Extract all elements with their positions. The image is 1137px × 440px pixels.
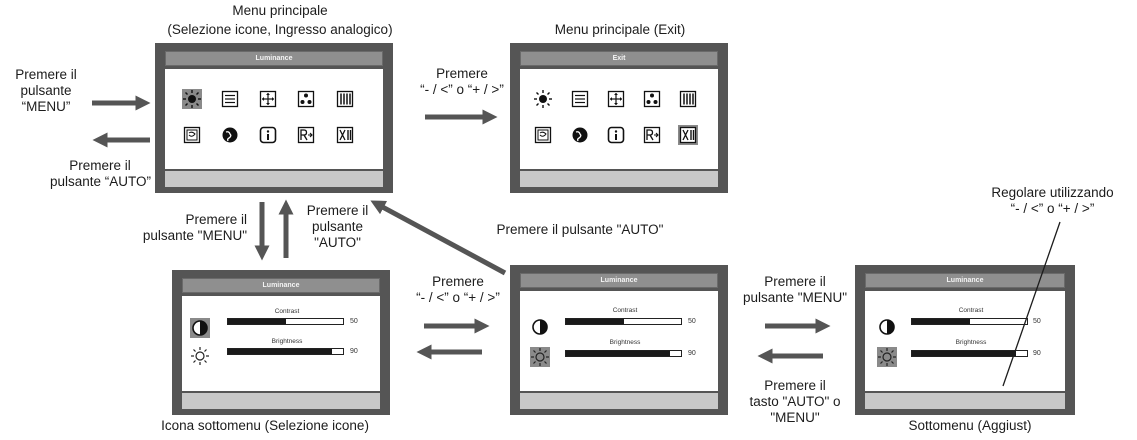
submenu-adjust-screen: Luminance Contrast 50 Brightness 90 xyxy=(855,265,1075,415)
diag-auto-label: Premere il pulsante "AUTO" xyxy=(496,222,664,237)
exit-icon xyxy=(335,125,355,145)
brightness-bar xyxy=(911,350,1028,357)
main-menu-title: Menu principale (Selezione icone, Ingres… xyxy=(167,3,393,37)
brightness-label: Brightness xyxy=(609,339,641,346)
globe-icon xyxy=(220,125,240,145)
brightness-icon xyxy=(877,347,897,367)
submenu-adjust-body: Contrast 50 Brightness 90 xyxy=(865,291,1065,391)
position-icon xyxy=(606,89,626,109)
exit-menu-title-bar: Exit xyxy=(520,51,718,66)
main-menu-body xyxy=(165,69,383,169)
contrast-bar xyxy=(911,318,1028,325)
list-icon xyxy=(570,89,590,109)
submenu-center-body: Contrast 50 Brightness 90 xyxy=(520,291,718,391)
contrast-label: Contrast xyxy=(958,307,984,314)
dots-icon xyxy=(642,89,662,109)
right-menu-label: Premere il pulsante "MENU" xyxy=(742,274,848,305)
press-menu-label: Premere il pulsante “MENU” xyxy=(15,67,77,114)
exit-menu-body xyxy=(520,69,718,169)
contrast-value: 50 xyxy=(688,318,696,325)
sun-icon xyxy=(533,89,553,109)
brightness-value: 90 xyxy=(350,348,358,355)
main-menu-screen: Luminance xyxy=(155,43,393,193)
info-icon xyxy=(606,125,626,145)
sun-icon xyxy=(182,89,202,109)
brightness-bar xyxy=(227,348,344,355)
submenu-center-screen: Luminance Contrast 50 Brightness 90 xyxy=(510,265,728,415)
contrast-fill xyxy=(566,319,624,324)
brightness-label: Brightness xyxy=(271,338,303,345)
submenu-icon-footer xyxy=(182,393,380,409)
vert-auto-label: Premere il pulsante "AUTO" xyxy=(306,203,369,250)
contrast-value: 50 xyxy=(350,318,358,325)
contrast-bar xyxy=(565,318,682,325)
submenu-adjust-title-bar: Luminance xyxy=(865,273,1065,288)
press-lr-mid-label: Premere “- / <” o “+ / >” xyxy=(416,274,500,305)
main-menu-title-bar: Luminance xyxy=(165,51,383,66)
contrast-fill xyxy=(228,319,286,324)
sub-icon-caption: Icona sottomenu (Selezione icone) xyxy=(161,418,369,433)
exit-menu-screen: Exit xyxy=(510,43,728,193)
main-menu-footer xyxy=(165,171,383,187)
brightness-icon xyxy=(530,347,550,367)
submenu-icon-body: Contrast 50 Brightness 90 xyxy=(182,296,380,391)
brightness-label: Brightness xyxy=(955,339,987,346)
brightness-icon xyxy=(190,346,210,366)
dots-icon xyxy=(296,89,316,109)
submenu-center-footer xyxy=(520,393,718,409)
contrast-value: 50 xyxy=(1033,318,1041,325)
contrast-icon xyxy=(530,317,550,337)
submenu-center-title-bar: Luminance xyxy=(520,273,718,288)
bars-icon xyxy=(335,89,355,109)
globe-icon xyxy=(570,125,590,145)
arrow-diagonal xyxy=(370,200,507,276)
vert-menu-label: Premere il pulsante "MENU" xyxy=(142,212,247,243)
brightness-value: 90 xyxy=(1033,350,1041,357)
reset-icon xyxy=(296,125,316,145)
press-lr-top-label: Premere “- / <” o “+ / >” xyxy=(420,66,504,97)
brightness-value: 90 xyxy=(688,350,696,357)
submenu-icon-screen: Luminance Contrast 50 Brightness 90 xyxy=(172,270,390,415)
position-icon xyxy=(258,89,278,109)
osd-icon xyxy=(533,125,553,145)
contrast-icon xyxy=(877,317,897,337)
contrast-label: Contrast xyxy=(612,307,638,314)
adjust-label: Regolare utilizzando “- / <” o “+ / >” xyxy=(991,185,1114,216)
exit-menu-footer xyxy=(520,171,718,187)
brightness-fill xyxy=(566,351,670,356)
list-icon xyxy=(220,89,240,109)
brightness-fill xyxy=(912,351,1016,356)
info-icon xyxy=(258,125,278,145)
contrast-bar xyxy=(227,318,344,325)
right-auto-label: Premere il tasto "AUTO" o "MENU" xyxy=(749,378,841,425)
reset-icon xyxy=(642,125,662,145)
bars-icon xyxy=(678,89,698,109)
contrast-icon xyxy=(190,318,210,338)
osd-icon xyxy=(182,125,202,145)
exit-icon xyxy=(678,125,698,145)
contrast-label: Contrast xyxy=(274,308,300,315)
press-auto-label: Premere il pulsante “AUTO” xyxy=(50,158,152,189)
exit-menu-title: Menu principale (Exit) xyxy=(554,22,686,37)
contrast-fill xyxy=(912,319,970,324)
adjust-pointer xyxy=(1002,221,1061,387)
submenu-adjust-footer xyxy=(865,393,1065,409)
submenu-icon-title-bar: Luminance xyxy=(182,278,380,293)
brightness-bar xyxy=(565,350,682,357)
brightness-fill xyxy=(228,349,332,354)
sub-adjust-caption: Sottomenu (Aggiust) xyxy=(908,418,1032,433)
